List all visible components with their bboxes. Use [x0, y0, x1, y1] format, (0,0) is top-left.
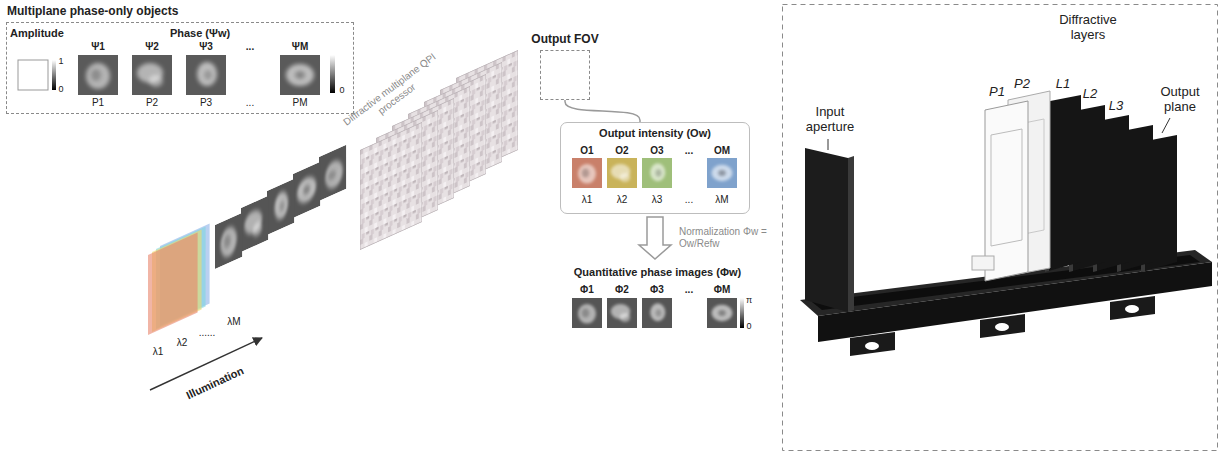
ellipsis: ...: [685, 145, 693, 157]
tray-foot: [850, 332, 895, 356]
colorbar-tick: π: [746, 295, 752, 305]
phase-image: [78, 55, 118, 95]
input-aperture-plate: [805, 148, 848, 312]
intensity-image: [607, 158, 637, 188]
image-label: O3: [650, 145, 663, 157]
image-label: OM: [714, 145, 730, 157]
wavelength-label: λ1: [582, 194, 593, 206]
object-plane: [319, 145, 346, 201]
image-label: O2: [615, 145, 628, 157]
object-plane: [241, 196, 268, 252]
tray-foot: [980, 314, 1025, 338]
image-label: Ψ1: [91, 41, 105, 53]
ellipsis: ...: [685, 194, 693, 206]
wavelength-label: λM: [227, 316, 240, 328]
plane-label: PM: [293, 97, 308, 109]
brace-connector: [565, 100, 640, 122]
panel-heading: Output FOV: [531, 32, 598, 46]
part-label: Diffractive layers: [1043, 13, 1133, 43]
plane-label: P3: [200, 97, 212, 109]
image-label: Ψ2: [145, 41, 159, 53]
wavelength-label: λM: [715, 194, 728, 206]
plane-label: P1: [92, 97, 104, 109]
phase-plate: [985, 101, 1028, 281]
illumination-plane: [148, 233, 198, 335]
phase-image: [280, 55, 320, 95]
axis-title: Amplitude: [10, 27, 64, 40]
image-label: ΨM: [292, 41, 308, 53]
ellipsis: ...: [246, 41, 254, 53]
part-label: Output plane: [1150, 85, 1210, 115]
phase-image: [572, 298, 602, 328]
image-label: ΦM: [714, 284, 731, 296]
image-label: Φ3: [650, 284, 664, 296]
photo-frame: [783, 5, 1218, 451]
wavelength-label: λ2: [177, 337, 188, 349]
plate-edge: [848, 156, 854, 312]
intensity-image: [572, 158, 602, 188]
panel-title: Output intensity (Ow): [599, 127, 711, 139]
part-label: L3: [1109, 99, 1123, 114]
wavelength-label: λ3: [652, 194, 663, 206]
wavelength-label: λ2: [617, 194, 628, 206]
phase-image: [186, 55, 226, 95]
edge-label: Normalization Φw = Ow/Refw: [677, 225, 776, 251]
object-plane: [215, 213, 242, 269]
image-label: Φ2: [615, 284, 629, 296]
image-label: Ψ3: [199, 41, 213, 53]
ellipsis: ......: [199, 327, 216, 339]
phase-image-panel: Quantitative phase images (Φw): [560, 262, 755, 340]
panel-title: Quantitative phase images (Φw): [574, 266, 741, 278]
tray-foot: [1110, 296, 1155, 320]
part-label: Input aperture: [795, 105, 865, 135]
colorbar: [330, 55, 335, 93]
leader-line: [828, 139, 829, 150]
colorbar-tick: 1: [58, 56, 63, 66]
object-plane: [293, 162, 320, 218]
part-label: P1: [989, 85, 1005, 100]
foot-hole: [865, 342, 879, 350]
colorbar: [740, 298, 744, 328]
plate-frame: [991, 129, 1022, 246]
phase-image: [607, 298, 637, 328]
phase-image: [132, 55, 172, 95]
plane-label: P2: [146, 97, 158, 109]
object-plane: [267, 179, 294, 235]
axis-title: Phase (Ψw): [170, 27, 230, 40]
amplitude-image: [18, 60, 48, 90]
colorbar: [52, 60, 56, 90]
ellipsis: ...: [685, 284, 693, 296]
plate-holder: [972, 256, 994, 270]
colorbar-tick: 0: [746, 321, 751, 331]
image-label: Φ1: [580, 284, 594, 296]
phase-image: [642, 298, 672, 328]
ellipsis: ...: [246, 97, 254, 109]
image-label: O1: [580, 145, 593, 157]
diffractive-layer: [360, 122, 422, 250]
intensity-image: [707, 158, 737, 188]
panel-heading: Multiplane phase-only objects: [7, 4, 178, 18]
foot-hole: [1125, 305, 1139, 313]
part-label: P2: [1014, 77, 1030, 92]
output-fov: Output FOV: [540, 50, 590, 100]
colorbar-tick: 0: [58, 84, 63, 94]
wavelength-label: λ1: [153, 346, 164, 358]
colorbar-tick: 0: [339, 85, 344, 95]
intensity-image: [642, 158, 672, 188]
phase-image: [707, 298, 737, 328]
foot-hole: [995, 323, 1009, 331]
part-label: L2: [1083, 87, 1097, 102]
leader-line: [1162, 118, 1170, 133]
part-label: L1: [1056, 77, 1070, 92]
block-arrow: [639, 217, 671, 259]
